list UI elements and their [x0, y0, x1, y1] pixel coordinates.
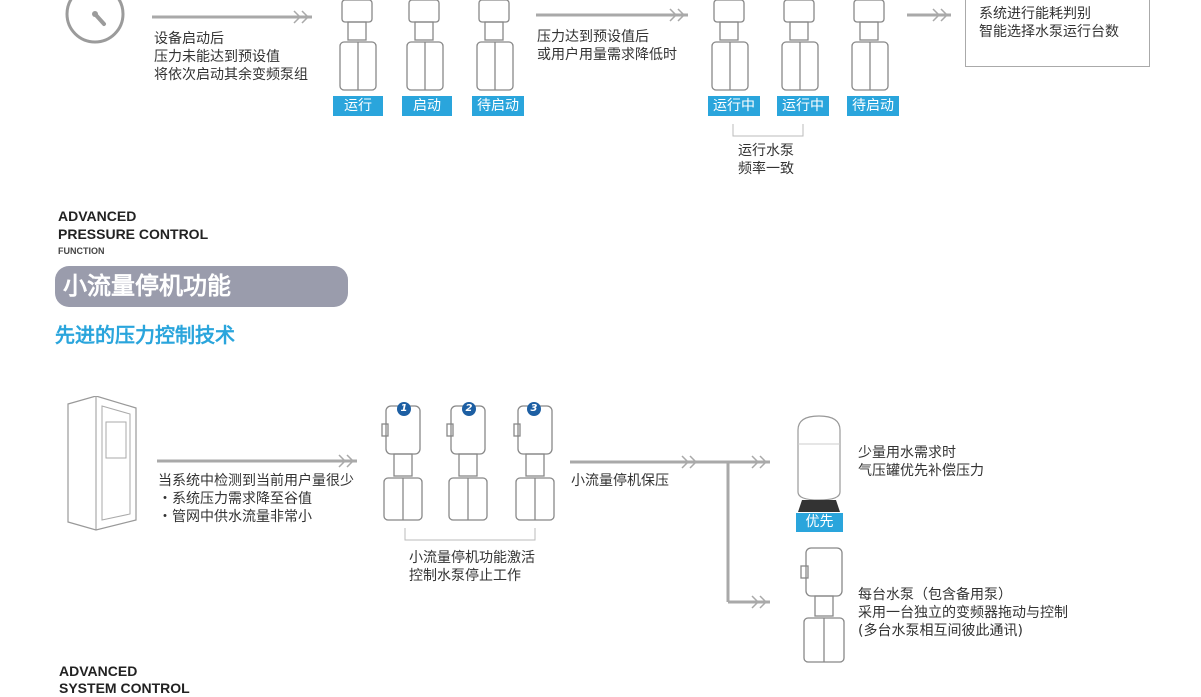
pump-group-b — [711, 0, 889, 91]
section-title: 小流量停机功能 — [55, 266, 348, 307]
status-tag: 待启动 — [847, 96, 899, 116]
footer-label-line2: SYSTEM CONTROL — [59, 680, 190, 696]
section-label-line2: PRESSURE CONTROL — [58, 226, 209, 242]
pumps-caption: 小流量停机功能激活 控制水泵停止工作 — [409, 550, 535, 584]
energy-box-text: 系统进行能耗判别 智能选择水泵运行台数 — [979, 6, 1119, 40]
section-label-line3: FUNCTION — [58, 246, 105, 256]
split-flow-arrow — [570, 455, 770, 609]
flow-arrow — [536, 8, 688, 22]
bracket — [732, 124, 804, 137]
pump-group-bottom — [381, 405, 555, 521]
pump-number-badge: 1 — [397, 402, 411, 416]
pump-number-badge: 2 — [462, 402, 476, 416]
hold-text: 小流量停机保压 — [571, 473, 669, 489]
status-tag: 启动 — [402, 96, 452, 116]
pump-note: 每台水泵（包含备用泵） 采用一台独立的变频器拖动与控制 (多台水泵相互间彼此通讯… — [858, 587, 1068, 639]
running-note: 运行水泵 频率一致 — [738, 143, 794, 177]
footer-label-line1: ADVANCED — [59, 663, 138, 679]
detect-text: 当系统中检测到当前用户量很少 ・系统压力需求降至谷值 ・管网中供水流量非常小 — [158, 473, 354, 525]
priority-tag: 优先 — [796, 513, 843, 532]
flow-arrow — [152, 10, 312, 24]
pump-number-badge: 3 — [527, 402, 541, 416]
pump-group-a — [339, 0, 514, 91]
status-tag: 待启动 — [472, 96, 524, 116]
section-label-line1: ADVANCED — [58, 208, 137, 224]
pressure-gauge-icon — [65, 0, 125, 44]
step2-text: 压力达到预设值后 或用户用量需求降低时 — [537, 29, 677, 63]
status-tag: 运行 — [333, 96, 383, 116]
bracket — [404, 528, 536, 541]
single-pump-icon — [800, 547, 845, 663]
energy-box — [965, 0, 1150, 67]
step1-text: 设备启动后 压力未能达到预设值 将依次启动其余变频泵组 — [154, 31, 308, 83]
status-tag: 运行中 — [777, 96, 829, 116]
pressure-tank-icon — [797, 415, 841, 512]
status-tag: 运行中 — [708, 96, 760, 116]
flow-arrow — [907, 8, 951, 22]
flow-arrow — [157, 454, 357, 468]
tank-text: 少量用水需求时 气压罐优先补偿压力 — [858, 445, 984, 479]
section-subtitle: 先进的压力控制技术 — [55, 323, 235, 347]
control-cabinet-icon — [67, 396, 137, 531]
